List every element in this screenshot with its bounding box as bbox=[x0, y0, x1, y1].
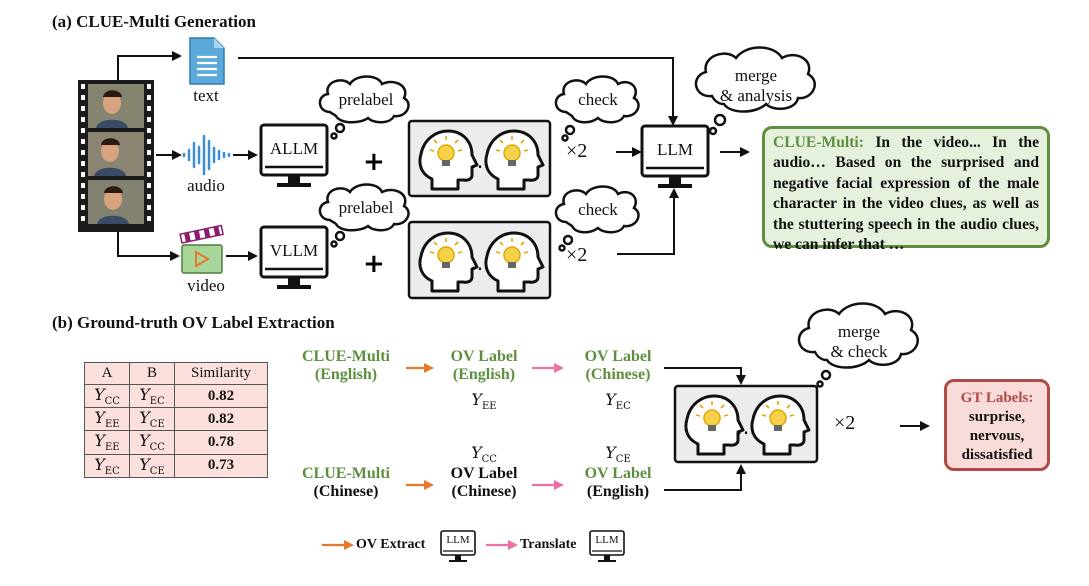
film-strip bbox=[78, 80, 154, 232]
legend-translate: Translate bbox=[520, 537, 577, 552]
section-b-title: (b) Ground-truth OV Label Extraction bbox=[52, 313, 335, 332]
allm-label: ALLM bbox=[269, 139, 319, 158]
text-document-icon bbox=[189, 37, 225, 85]
check-bubble-1: check bbox=[578, 90, 618, 109]
merge-check-bubble: merge& check bbox=[830, 322, 888, 361]
svg-text:…: … bbox=[736, 415, 756, 439]
y-ee-symbol: YEE bbox=[471, 390, 497, 413]
plus-sign-1: + bbox=[363, 147, 385, 177]
svg-text:…: … bbox=[470, 251, 490, 275]
text-label: text bbox=[193, 86, 219, 105]
llm-label: LLM bbox=[657, 140, 693, 159]
ov-label-english: OV Label(English) bbox=[450, 348, 518, 384]
video-frame-3 bbox=[88, 180, 144, 224]
audio-label: audio bbox=[187, 176, 225, 195]
legend-ov-extract: OV Extract bbox=[356, 537, 426, 552]
ov-label-english-translated: OV Label(English) bbox=[584, 465, 652, 501]
merge-analysis-bubble: merge& analysis bbox=[719, 66, 793, 105]
prelabel-bubble-1: prelabel bbox=[338, 90, 394, 109]
table-row: YEE YCE 0.82 bbox=[84, 407, 268, 432]
clue-multi-chinese: CLUE-Multi(Chinese) bbox=[302, 465, 390, 501]
annotator-box-2: … bbox=[407, 220, 552, 300]
similarity-table: A B Similarity YCC YEC 0.82 YEE YCE 0.82… bbox=[84, 362, 268, 478]
table-row: YEE YCC 0.78 bbox=[84, 430, 268, 455]
video-frame-2 bbox=[88, 132, 144, 176]
vllm-label: VLLM bbox=[269, 241, 319, 260]
annotator-box-3: … bbox=[673, 384, 819, 464]
text-to-llm-arrow bbox=[238, 57, 678, 126]
ov-label-chinese: OV Label(Chinese) bbox=[450, 465, 518, 501]
clue-multi-box: CLUE-Multi: In the video... In the audio… bbox=[762, 126, 1050, 253]
clouds bbox=[318, 46, 919, 388]
video-label: video bbox=[187, 276, 225, 295]
video-clapper-icon bbox=[179, 224, 224, 274]
times-two-1: ×2 bbox=[566, 140, 588, 162]
y-ce-symbol: YCE bbox=[605, 443, 631, 466]
check-bubble-2: check bbox=[578, 200, 618, 219]
legend-llm-label-2: LLM bbox=[595, 534, 619, 546]
annotator-box-1: … bbox=[407, 119, 552, 198]
svg-text:…: … bbox=[470, 149, 490, 173]
video-frame-1 bbox=[88, 84, 144, 128]
y-cc-symbol: YCC bbox=[471, 443, 497, 466]
times-two-2: ×2 bbox=[566, 244, 588, 266]
audio-waveform-icon bbox=[182, 134, 231, 176]
plus-sign-2: + bbox=[363, 249, 385, 279]
gt-labels-box: GT Labels: surprise, nervous, dissatisfi… bbox=[944, 379, 1050, 471]
clue-multi-english: CLUE-Multi(English) bbox=[302, 348, 390, 384]
legend-llm-label-1: LLM bbox=[446, 534, 470, 546]
table-row: YCC YEC 0.82 bbox=[84, 383, 268, 409]
table-row: YEC YCE 0.73 bbox=[84, 453, 268, 478]
prelabel-bubble-2: prelabel bbox=[338, 198, 394, 217]
ov-label-chinese-translated: OV Label(Chinese) bbox=[584, 348, 652, 384]
times-two-3: ×2 bbox=[834, 412, 856, 434]
section-a-title: (a) CLUE-Multi Generation bbox=[52, 12, 256, 31]
y-ec-symbol: YEC bbox=[605, 390, 631, 413]
